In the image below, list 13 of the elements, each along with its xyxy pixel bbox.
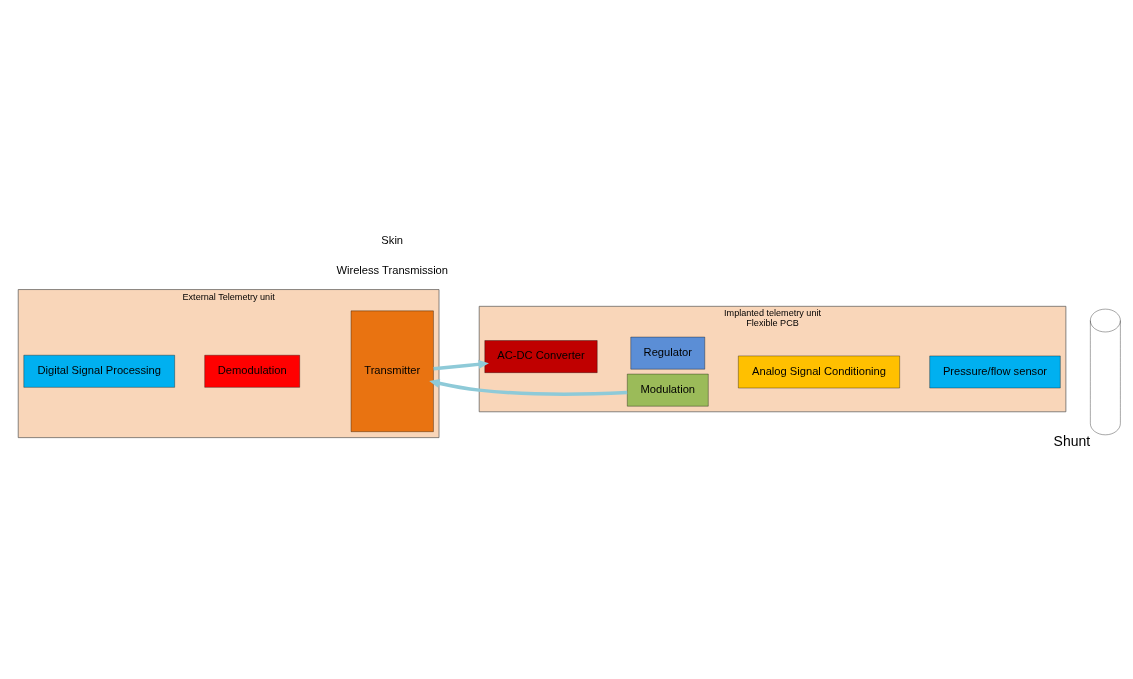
node-box: AC-DC Converter bbox=[484, 340, 598, 373]
node-box: Demodulation bbox=[204, 355, 300, 388]
node-box: Analog Signal Conditioning bbox=[738, 355, 900, 389]
arrow bbox=[429, 378, 628, 396]
node-box: Digital Signal Processing bbox=[23, 355, 175, 388]
node-box: Regulator bbox=[630, 336, 705, 370]
node-label: Shunt bbox=[1053, 433, 1091, 450]
label: Wireless Transmission bbox=[336, 264, 449, 277]
label: Skin bbox=[381, 234, 404, 247]
arrow bbox=[433, 359, 489, 371]
node-box: Transmitter bbox=[350, 310, 434, 432]
node-box: Modulation bbox=[627, 373, 709, 407]
node-box: Pressure/flow sensor bbox=[929, 355, 1061, 389]
